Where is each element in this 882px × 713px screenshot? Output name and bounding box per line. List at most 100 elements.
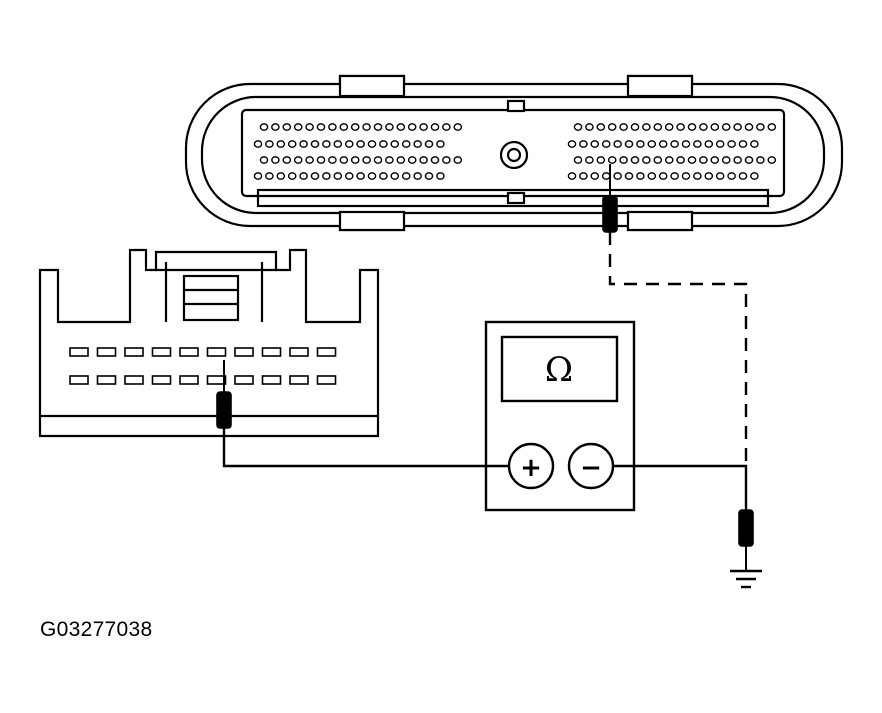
connector-pin-hole bbox=[744, 123, 754, 131]
jumper-wire-dashed bbox=[608, 232, 748, 466]
connector-pin-hole bbox=[693, 172, 702, 180]
connector-pin-hole bbox=[579, 140, 588, 148]
connector-pin-hole bbox=[624, 172, 634, 180]
connector-pin-hole bbox=[664, 123, 674, 131]
connector-pin-hole bbox=[567, 172, 577, 180]
test-leads bbox=[222, 232, 748, 510]
connector-pin-face-bottom-lip bbox=[256, 188, 770, 208]
connector-pin-hole bbox=[367, 172, 377, 180]
ohmmeter-positive-label: + bbox=[520, 453, 542, 483]
connector-pin-hole bbox=[738, 140, 748, 148]
ohmmeter-display bbox=[500, 335, 619, 403]
connector-pin-hole bbox=[350, 123, 360, 131]
connector-pin-hole bbox=[607, 156, 617, 164]
connector-pin-hole bbox=[259, 123, 269, 131]
connector-pin-hole bbox=[328, 123, 337, 131]
connector-pin-hole bbox=[271, 123, 280, 131]
ground-symbol-icon bbox=[730, 569, 762, 589]
connector-pin-hole bbox=[687, 123, 697, 131]
connector-pin-hole bbox=[727, 140, 736, 148]
connector-pin-hole bbox=[339, 156, 349, 164]
connector-pin-hole bbox=[567, 140, 577, 148]
harness-probe bbox=[216, 391, 232, 429]
harness-pin-cavity bbox=[179, 375, 199, 385]
connector-pin-hole bbox=[305, 123, 314, 131]
connector-pin-hole bbox=[299, 172, 308, 180]
harness-pin-cavity bbox=[96, 347, 117, 357]
harness-connector-body bbox=[38, 248, 380, 438]
connector-pin-hole bbox=[579, 172, 588, 180]
connector-pin-hole bbox=[613, 172, 622, 180]
harness-pin-cavity bbox=[69, 375, 89, 385]
figure-id-label: G03277038 bbox=[40, 618, 153, 641]
connector-pin-hole bbox=[670, 172, 679, 180]
harness-pin-cavity bbox=[151, 347, 172, 357]
connector-pin-hole bbox=[607, 123, 617, 131]
connector-pin-hole bbox=[704, 140, 714, 148]
connector-pin-hole bbox=[693, 140, 702, 148]
connector-pin-hole bbox=[333, 172, 343, 180]
connector-pin-hole bbox=[733, 156, 742, 164]
connector-pin-hole bbox=[379, 140, 388, 148]
connector-pin-hole bbox=[590, 172, 600, 180]
connector-pin-hole bbox=[619, 123, 628, 131]
connector-pin-hole bbox=[647, 172, 657, 180]
connector-pin-hole bbox=[624, 140, 634, 148]
connector-pin-hole bbox=[704, 172, 714, 180]
connector-pin-hole bbox=[756, 123, 765, 131]
connector-pin-hole bbox=[430, 123, 440, 131]
harness-pin-cavity bbox=[261, 347, 282, 357]
connector-pin-hole bbox=[664, 156, 674, 164]
connector-pin-hole bbox=[596, 156, 606, 164]
connector-pin-hole bbox=[350, 156, 360, 164]
connector-pin-hole bbox=[271, 156, 280, 164]
connector-pin-hole bbox=[305, 156, 314, 164]
connector-pin-hole bbox=[316, 123, 326, 131]
connector-pin-hole bbox=[276, 172, 286, 180]
connector-pin-hole bbox=[390, 172, 400, 180]
connector-pin-hole bbox=[407, 123, 417, 131]
connector-pin-hole bbox=[396, 123, 406, 131]
connector-pin-hole bbox=[681, 172, 691, 180]
harness-pin-cavity bbox=[124, 375, 144, 385]
connector-pin-hole bbox=[316, 156, 326, 164]
harness-pin-cavity bbox=[234, 375, 254, 385]
connector-pin-hole bbox=[750, 172, 759, 180]
module-connector bbox=[184, 74, 844, 232]
positive-test-lead bbox=[222, 428, 509, 468]
connector-pin-hole bbox=[756, 156, 765, 164]
connector-pin-hole bbox=[362, 156, 371, 164]
ohmmeter-display-symbol: Ω bbox=[545, 350, 573, 390]
connector-pin-hole bbox=[681, 140, 691, 148]
connector-pin-hole bbox=[687, 156, 697, 164]
connector-pin-hole bbox=[373, 123, 383, 131]
connector-pin-hole bbox=[322, 140, 331, 148]
connector-center-post bbox=[499, 140, 529, 170]
connector-pin-hole bbox=[344, 172, 354, 180]
connector-pin-hole bbox=[356, 172, 365, 180]
connector-pin-hole bbox=[619, 156, 628, 164]
harness-pin-cavity bbox=[206, 347, 227, 357]
connector-pin-hole bbox=[710, 123, 720, 131]
connector-pin-hole bbox=[265, 140, 274, 148]
connector-pin-hole bbox=[436, 140, 445, 148]
connector-pin-hole bbox=[676, 156, 685, 164]
connector-pin-hole bbox=[310, 140, 320, 148]
harness-pin-cavity bbox=[151, 375, 172, 385]
connector-pin-hole bbox=[453, 123, 463, 131]
harness-connector-latch bbox=[182, 274, 240, 322]
connector-pin-hole bbox=[453, 156, 463, 164]
connector-pin-hole bbox=[585, 156, 594, 164]
connector-pin-hole bbox=[642, 156, 651, 164]
harness-pin-cavity bbox=[69, 347, 89, 357]
ohmmeter-negative-label: − bbox=[580, 453, 602, 483]
connector-pin-hole bbox=[362, 123, 371, 131]
connector-pin-hole bbox=[413, 172, 422, 180]
connector-pin-hole bbox=[253, 140, 263, 148]
connector-pin-hole bbox=[596, 123, 606, 131]
connector-pin-hole bbox=[253, 172, 263, 180]
connector-pin-hole bbox=[276, 140, 286, 148]
harness-pin-cavity bbox=[289, 375, 309, 385]
connector-pin-hole bbox=[658, 140, 668, 148]
